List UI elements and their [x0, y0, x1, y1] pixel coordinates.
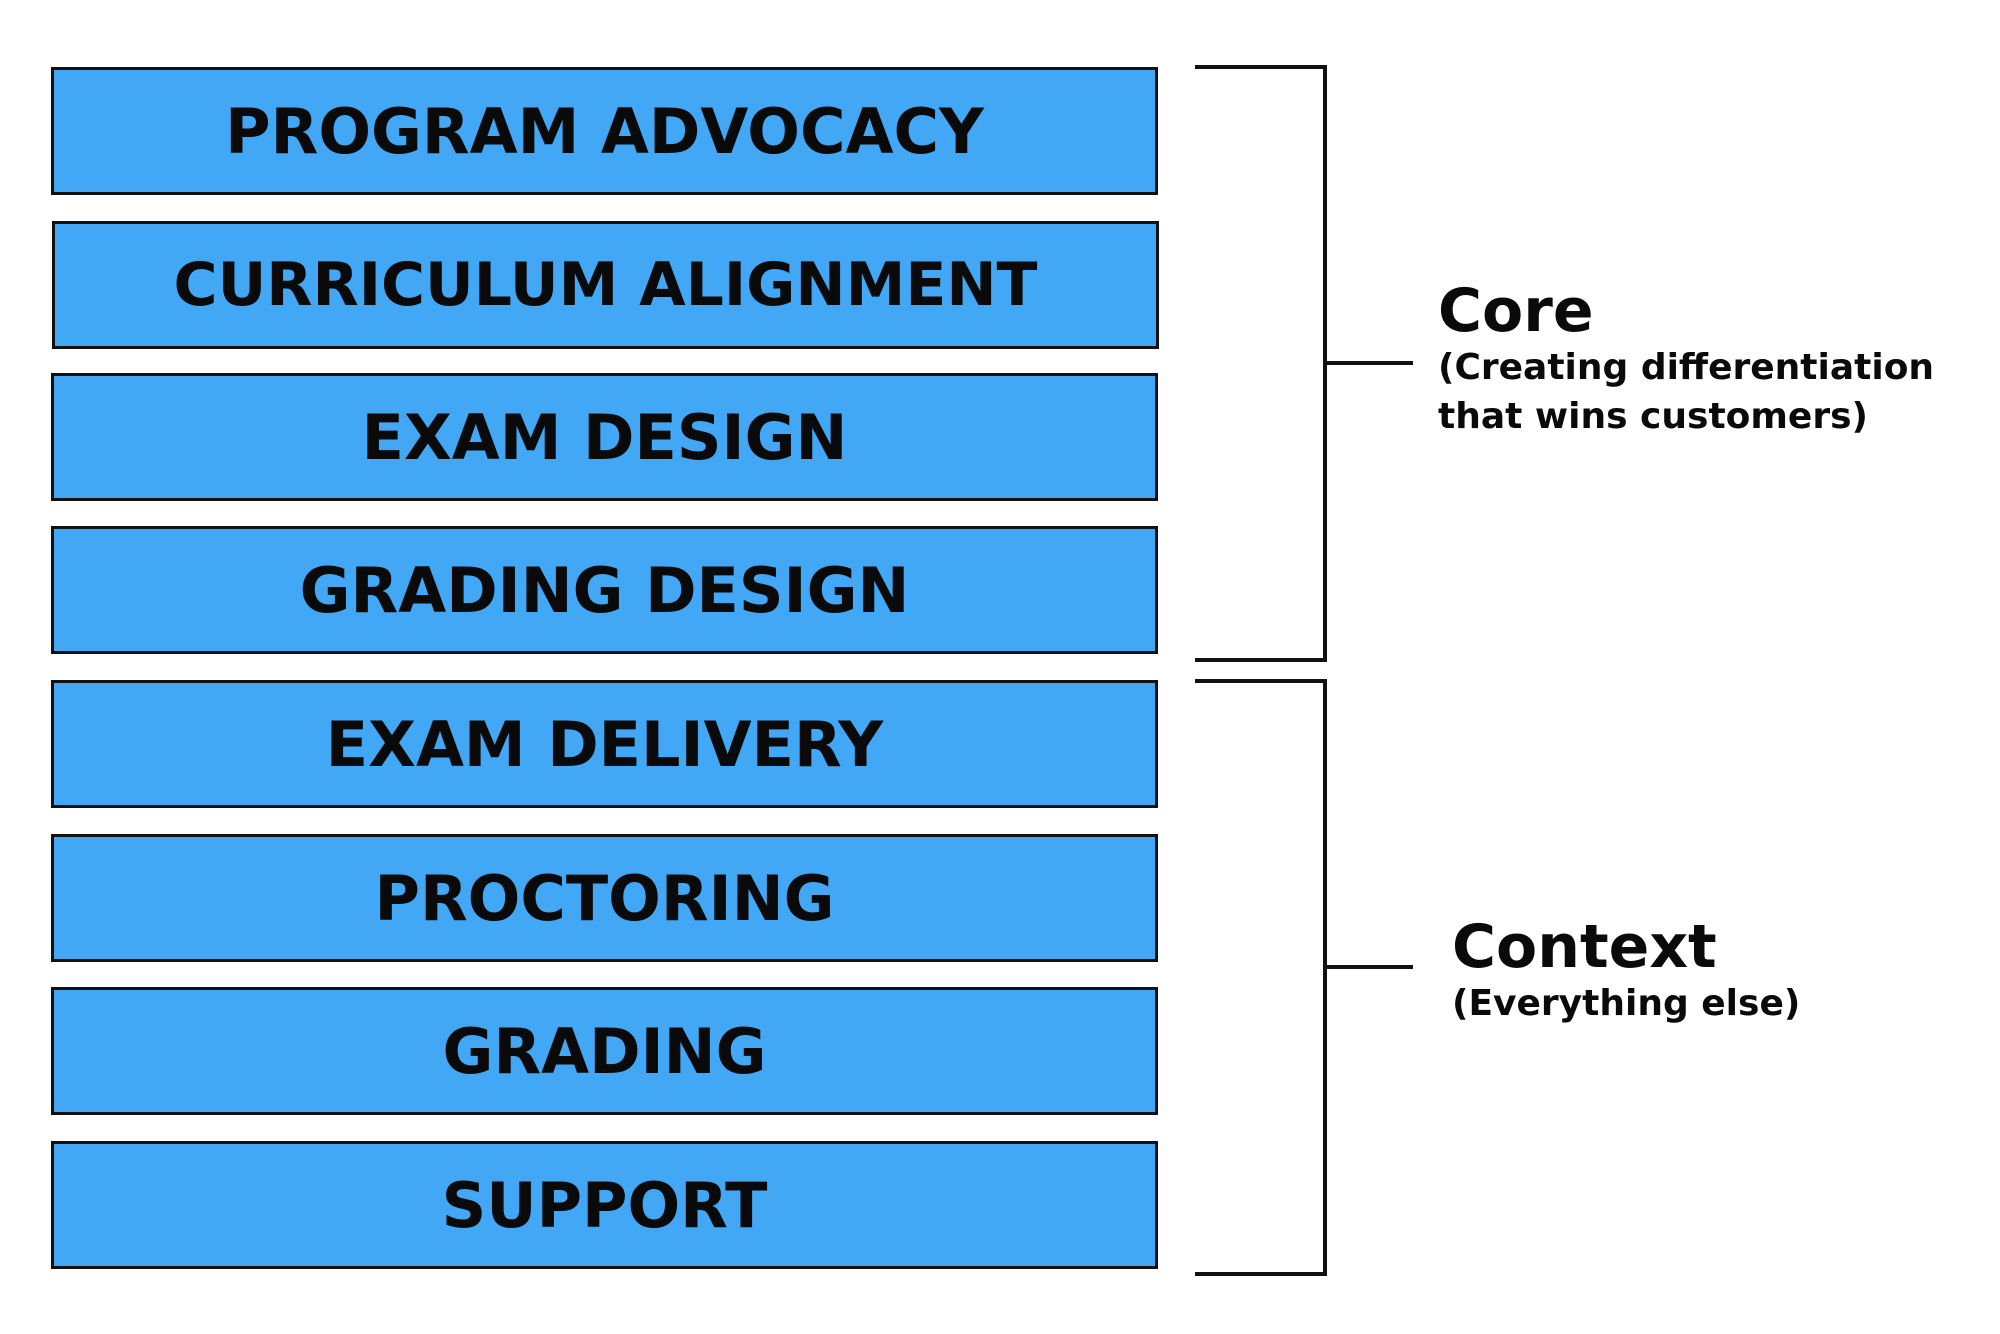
box-label: PROCTORING: [374, 861, 835, 935]
stack-box-exam-design: EXAM DESIGN: [51, 373, 1158, 501]
context-title: Context: [1452, 912, 1717, 982]
core-title: Core: [1438, 276, 1594, 346]
stack-box-grading: GRADING: [51, 987, 1158, 1115]
box-label: EXAM DELIVERY: [325, 707, 884, 781]
box-label: PROGRAM ADVOCACY: [225, 94, 984, 168]
stack-box-exam-delivery: EXAM DELIVERY: [51, 680, 1158, 808]
context-group-label: Context (Everything else): [1452, 914, 1800, 1029]
stack-box-grading-design: GRADING DESIGN: [51, 526, 1158, 654]
box-label: GRADING: [442, 1014, 767, 1088]
box-label: GRADING DESIGN: [299, 553, 910, 627]
core-description-line1: (Creating differentiation: [1438, 347, 1935, 388]
box-label: EXAM DESIGN: [361, 400, 848, 474]
core-description-line2: that wins customers): [1438, 395, 1868, 437]
stack-box-proctoring: PROCTORING: [51, 834, 1158, 962]
stack-box-curriculum-alignment: CURRICULUM ALIGNMENT: [52, 221, 1159, 349]
stack-box-program-advocacy: PROGRAM ADVOCACY: [51, 67, 1158, 195]
box-label: SUPPORT: [441, 1168, 768, 1242]
core-group-label: Core (Creating differentiation that wins…: [1438, 278, 1934, 441]
context-description: (Everything else): [1452, 983, 1801, 1024]
stack-box-support: SUPPORT: [51, 1141, 1158, 1269]
core-bracket: [1195, 65, 1413, 662]
box-label: CURRICULUM ALIGNMENT: [173, 250, 1038, 320]
context-bracket: [1195, 679, 1413, 1276]
